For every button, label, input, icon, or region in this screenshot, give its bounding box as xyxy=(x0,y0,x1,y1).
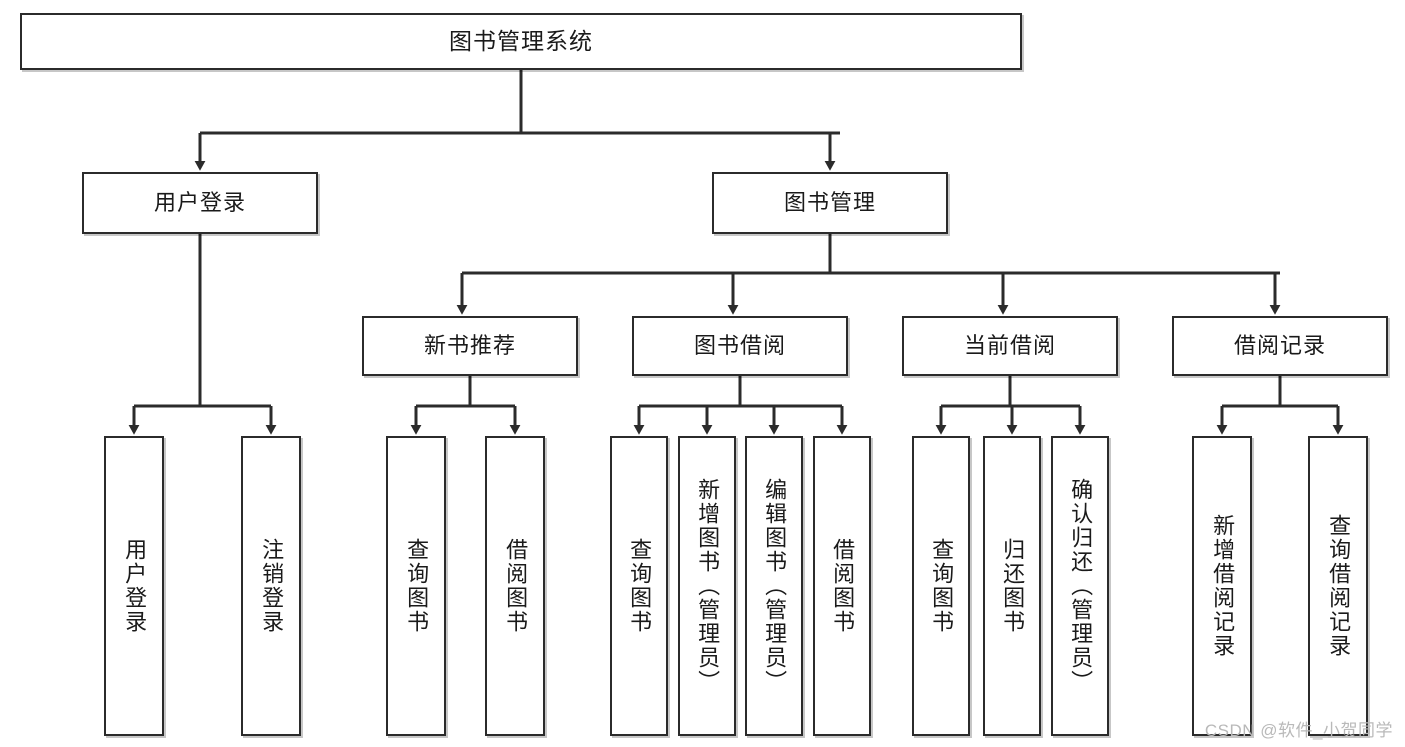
leaf-record-search[interactable]: 查询借阅记录 xyxy=(1308,436,1368,736)
leaf-rec-query[interactable]: 查询图书 xyxy=(386,436,446,736)
leaf-rec-borrow-label: 借阅图书 xyxy=(503,538,529,634)
leaf-borrow-add[interactable]: 新增图书（管理员） xyxy=(678,436,736,736)
leaf-borrow-query[interactable]: 查询图书 xyxy=(610,436,668,736)
leaf-cur-return-label: 归还图书 xyxy=(1000,538,1026,634)
csdn-watermark: CSDN @软件_小贺同学 xyxy=(1204,721,1393,740)
node-book-manage-label: 图书管理 xyxy=(783,189,876,215)
node-user-login-label: 用户登录 xyxy=(153,189,246,215)
node-new-book-rec[interactable]: 新书推荐 xyxy=(362,316,578,376)
leaf-cur-return[interactable]: 归还图书 xyxy=(983,436,1041,736)
leaf-borrow-do[interactable]: 借阅图书 xyxy=(813,436,871,736)
node-current-borrow[interactable]: 当前借阅 xyxy=(902,316,1118,376)
leaf-borrow-do-label: 借阅图书 xyxy=(830,538,856,634)
leaf-borrow-query-label: 查询图书 xyxy=(627,538,653,634)
node-root[interactable]: 图书管理系统 xyxy=(20,13,1022,70)
node-root-label: 图书管理系统 xyxy=(449,27,593,54)
node-book-borrow-label: 图书借阅 xyxy=(693,332,786,358)
node-book-manage[interactable]: 图书管理 xyxy=(712,172,948,234)
leaf-record-search-label: 查询借阅记录 xyxy=(1326,514,1352,658)
node-borrow-record[interactable]: 借阅记录 xyxy=(1172,316,1388,376)
leaf-rec-borrow[interactable]: 借阅图书 xyxy=(485,436,545,736)
node-book-borrow[interactable]: 图书借阅 xyxy=(632,316,848,376)
leaf-cur-confirm-label: 确认归还（管理员） xyxy=(1068,478,1094,694)
leaf-borrow-edit[interactable]: 编辑图书（管理员） xyxy=(745,436,803,736)
leaf-cur-query[interactable]: 查询图书 xyxy=(912,436,970,736)
leaf-cur-query-label: 查询图书 xyxy=(929,538,955,634)
node-current-borrow-label: 当前借阅 xyxy=(963,332,1056,358)
leaf-rec-query-label: 查询图书 xyxy=(404,538,430,634)
leaf-user-logout-label: 注销登录 xyxy=(259,538,285,634)
leaf-user-logout[interactable]: 注销登录 xyxy=(241,436,301,736)
leaf-record-add-label: 新增借阅记录 xyxy=(1210,514,1236,658)
leaf-record-add[interactable]: 新增借阅记录 xyxy=(1192,436,1252,736)
leaf-user-login-label: 用户登录 xyxy=(122,538,148,634)
node-borrow-record-label: 借阅记录 xyxy=(1233,332,1326,358)
node-new-book-rec-label: 新书推荐 xyxy=(423,332,516,358)
leaf-borrow-edit-label: 编辑图书（管理员） xyxy=(762,478,788,694)
leaf-cur-confirm[interactable]: 确认归还（管理员） xyxy=(1051,436,1109,736)
leaf-borrow-add-label: 新增图书（管理员） xyxy=(695,478,721,694)
leaf-user-login[interactable]: 用户登录 xyxy=(104,436,164,736)
node-user-login[interactable]: 用户登录 xyxy=(82,172,318,234)
